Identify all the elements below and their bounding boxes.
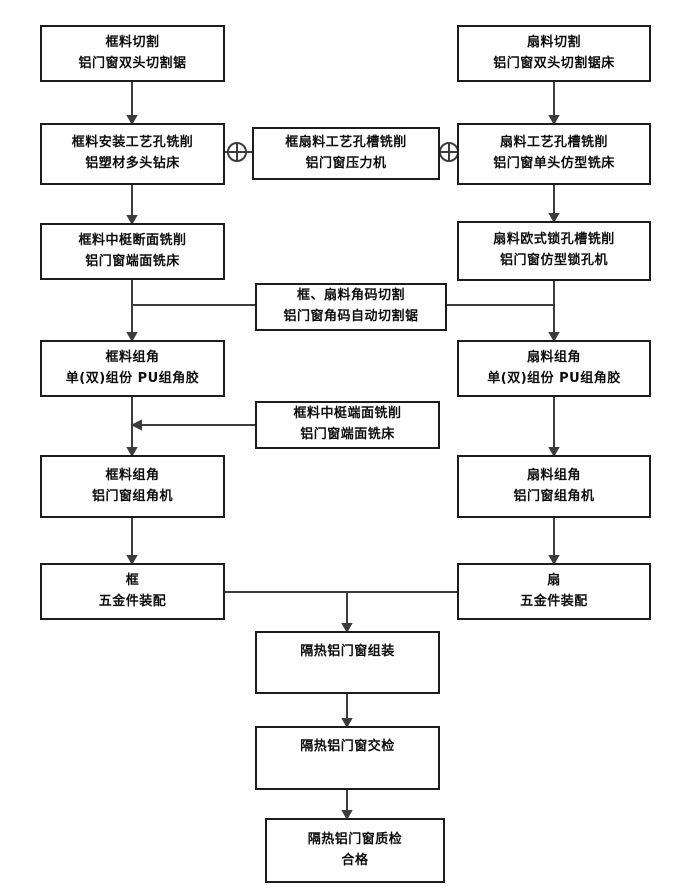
node-window-assembly: 隔热铝门窗组装 [255, 631, 440, 694]
node-label: 单(双)组份 PU组角胶 [65, 370, 200, 386]
node-label: 框料中梃断面铣削 [78, 232, 187, 248]
node-sash-cutting: 扇料切割 铝门窗双头切割锯床 [457, 25, 651, 82]
node-label: 合格 [341, 852, 369, 868]
circle-plus-icon [439, 142, 459, 162]
node-label: 框料切割 [105, 34, 160, 50]
node-label: 铝门窗组角机 [513, 488, 595, 504]
node-label: 框料安装工艺孔铣削 [71, 135, 194, 151]
node-label: 框 [125, 572, 140, 588]
node-label: 扇料组角 [526, 467, 581, 483]
node-frame-corner-assembly: 框料组角 铝门窗组角机 [40, 455, 225, 518]
node-frame-cutting: 框料切割 铝门窗双头切割锯 [40, 25, 225, 82]
node-window-inspection: 隔热铝门窗交检 [255, 726, 440, 790]
node-frame-mullion-section-milling: 框料中梃断面铣削 铝门窗端面铣床 [40, 223, 225, 280]
node-sash-corner-assembly: 扇料组角 铝门窗组角机 [457, 455, 651, 518]
node-label: 隔热铝门窗质检 [307, 831, 403, 847]
node-label: 铝门窗压力机 [305, 155, 387, 171]
node-frame-install-hole-milling: 框料安装工艺孔铣削 铝塑材多头钻床 [40, 123, 225, 185]
node-label: 扇 [547, 572, 561, 588]
node-label: 框料组角 [105, 467, 160, 483]
node-label: 隔热铝门窗交检 [300, 739, 395, 754]
node-window-quality-check: 隔热铝门窗质检 合格 [265, 818, 445, 883]
node-label: 铝门窗端面铣床 [300, 427, 395, 442]
node-label: 扇料组角 [526, 349, 581, 365]
node-label: 铝门窗角码自动切割锯 [283, 309, 419, 324]
node-frame-corner-glue: 框料组角 单(双)组份 PU组角胶 [40, 340, 225, 397]
node-label: 五金件装配 [520, 593, 588, 609]
node-label: 铝塑材多头钻床 [85, 156, 180, 171]
node-label: 框料中梃端面铣削 [293, 406, 402, 422]
node-label: 单(双)组份 PU组角胶 [487, 370, 621, 386]
node-label: 框料组角 [105, 349, 160, 365]
node-label: 框、扇料角码切割 [296, 288, 405, 304]
node-frame-mullion-end-milling: 框料中梃端面铣削 铝门窗端面铣床 [255, 401, 440, 449]
node-label: 铝门窗双头切割锯床 [493, 55, 615, 71]
node-label: 铝门窗仿型锁孔机 [499, 253, 608, 268]
node-label: 铝门窗双头切割锯 [78, 55, 187, 71]
node-sash-slot-milling: 扇料工艺孔槽铣削 铝门窗单头仿型铣床 [457, 123, 651, 185]
node-label: 扇料工艺孔槽铣削 [499, 135, 608, 151]
node-label: 铝门窗端面铣床 [85, 253, 180, 269]
node-frame-sash-slot-milling: 框扇料工艺孔槽铣削 铝门窗压力机 [252, 127, 440, 180]
node-sash-corner-glue: 扇料组角 单(双)组份 PU组角胶 [457, 340, 651, 397]
node-label: 扇料切割 [526, 34, 581, 50]
node-label: 框扇料工艺孔槽铣削 [285, 134, 407, 150]
node-corner-code-cutting: 框、扇料角码切割 铝门窗角码自动切割锯 [255, 283, 447, 331]
node-label: 铝门窗单头仿型铣床 [493, 156, 615, 171]
node-frame-hardware-assembly: 框 五金件装配 [40, 563, 225, 620]
circle-plus-icon [227, 142, 247, 162]
node-sash-lock-slot-milling: 扇料欧式锁孔槽铣削 铝门窗仿型锁孔机 [457, 221, 651, 281]
node-label: 五金件装配 [98, 593, 167, 609]
node-label: 铝门窗组角机 [91, 488, 173, 504]
node-label: 扇料欧式锁孔槽铣削 [493, 232, 615, 248]
node-label: 隔热铝门窗组装 [300, 644, 395, 659]
node-sash-hardware-assembly: 扇 五金件装配 [457, 563, 651, 620]
